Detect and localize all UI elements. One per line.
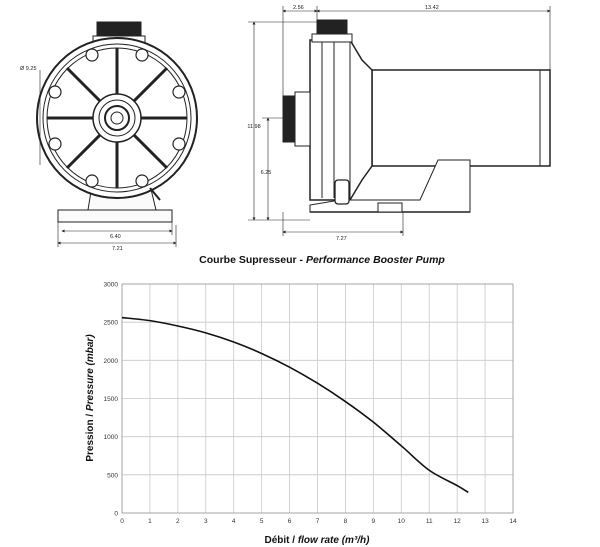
x-tick-label-1: 1 [148,518,152,525]
x-axis-label-en: flow rate (m³/h) [298,535,370,546]
x-axis-label-fr: Débit [264,535,290,546]
x-tick-label-4: 4 [232,518,236,525]
x-tick-label-12: 12 [454,518,462,525]
chart-grid [121,283,514,514]
chart-series [121,316,469,494]
pump-curve-line-0 [121,316,469,494]
y-axis-label-en: Pressure (mbar) [85,334,96,411]
overall-length-label: 13.42 [425,5,439,11]
x-tick-label-10: 10 [398,518,406,525]
y-tick-label-4: 2000 [104,358,119,365]
x-tick-label-5: 5 [260,518,264,525]
chart-title-fr: Courbe Supresseur - [199,254,303,266]
x-tick-label-8: 8 [344,518,348,525]
base-length-label: 7.27 [336,236,347,242]
x-tick-label-0: 0 [120,518,124,525]
side-view-dimensions [248,6,551,236]
side-view [282,19,551,213]
y-tick-label-3: 1500 [104,396,119,403]
x-axis-label-sep: / [289,535,297,546]
x-tick-label-13: 13 [481,518,489,525]
x-axis-label: Débit / flow rate (m³/h) [264,535,370,546]
total-width-label: 7.21 [112,246,123,252]
y-tick-label-2: 1000 [104,434,119,441]
x-tick-label-14: 14 [509,518,517,525]
inlet-offset-label: 2.56 [293,5,304,11]
y-tick-label-0: 0 [114,511,118,518]
y-axis-label: Pression / Pressure (mbar) [85,334,96,462]
y-axis-label-sep: / [85,411,96,419]
x-tick-label-7: 7 [316,518,320,525]
x-tick-label-6: 6 [288,518,292,525]
x-tick-label-11: 11 [426,518,433,525]
x-tick-label-9: 9 [372,518,376,525]
x-tick-label-2: 2 [176,518,180,525]
x-tick-label-3: 3 [204,518,208,525]
shaft-height-label: 6.25 [261,170,272,176]
base-width-label: 6.40 [110,234,121,240]
front-view-dimensions [39,70,177,247]
y-tick-label-1: 500 [107,472,118,479]
chart-title-en: Performance Booster Pump [306,254,445,266]
front-view [36,21,198,223]
diameter-label: Ø 9.25 [20,66,37,72]
overall-height-label: 11.98 [247,124,260,130]
chart-title: Courbe Supresseur - Performance Booster … [199,254,445,266]
y-tick-label-6: 3000 [104,282,119,289]
pump-technical-drawing: Ø 9.25 6.40 7.21 [20,5,551,252]
y-axis-label-fr: Pression [85,419,96,461]
y-tick-label-5: 2500 [104,320,119,327]
plot-frame [121,283,514,514]
